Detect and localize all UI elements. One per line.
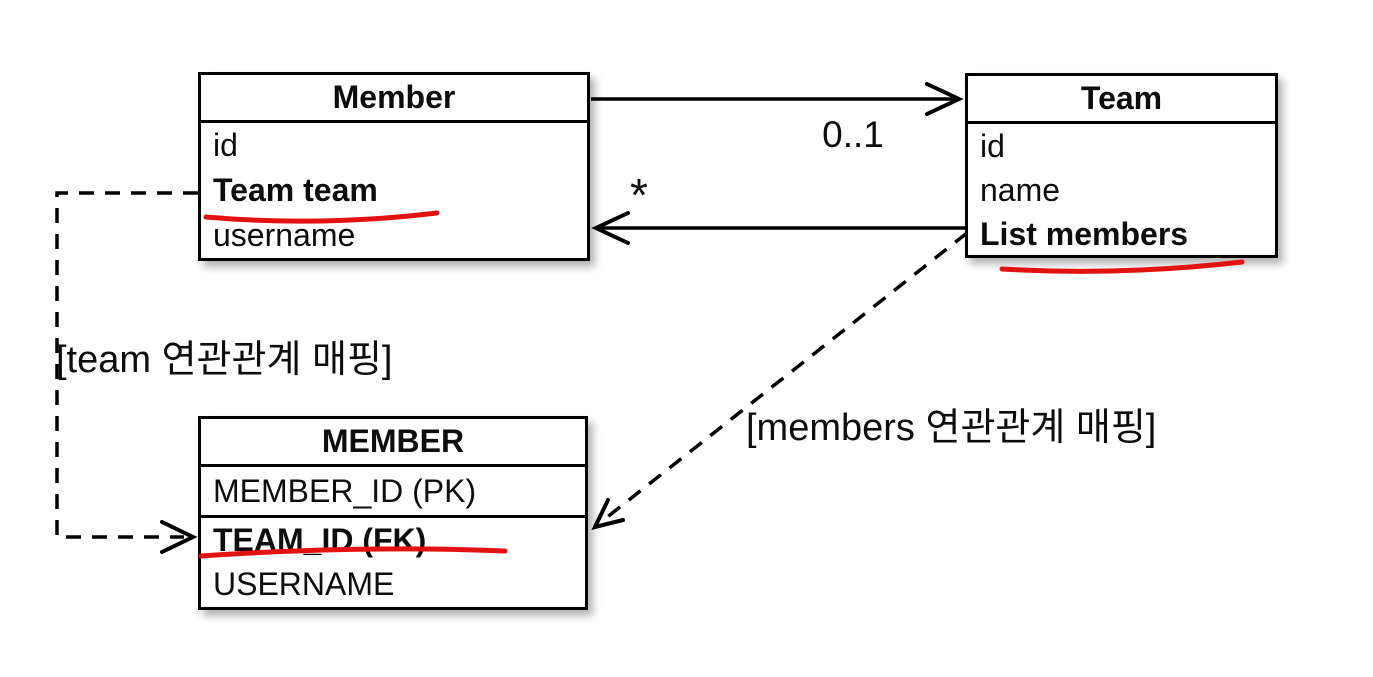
member-to-team-arrow bbox=[591, 82, 964, 116]
members-mapping-annotation: [members 연관관계 매핑] bbox=[746, 407, 1157, 449]
member-table-username-column: USERNAME bbox=[213, 566, 395, 602]
member-table-box: MEMBER MEMBER_ID (PK) TEAM_ID (FK) USERN… bbox=[198, 416, 588, 610]
member-table-pk-column: MEMBER_ID (PK) bbox=[201, 467, 585, 518]
team-class-title: Team bbox=[968, 76, 1275, 124]
team-mapping-annotation: [team 연관관계 매핑] bbox=[56, 339, 393, 381]
team-to-member-arrow bbox=[591, 211, 965, 245]
members-field-red-underline bbox=[999, 259, 1245, 274]
member-class-title: Member bbox=[201, 75, 587, 123]
member-table-title: MEMBER bbox=[201, 419, 585, 467]
member-class-box: Member id Team team username bbox=[198, 72, 590, 261]
multiplicity-team-to-member: * bbox=[630, 169, 648, 221]
team-field-id: id bbox=[980, 128, 1005, 164]
team-field-members: List members bbox=[980, 216, 1189, 252]
member-field-username: username bbox=[213, 217, 356, 253]
member-field-id: id bbox=[213, 127, 238, 163]
member-field-team: Team team bbox=[213, 172, 378, 208]
member-table-fk-column: TEAM_ID (FK) bbox=[213, 522, 427, 558]
members-mapping-connector bbox=[591, 231, 969, 530]
multiplicity-member-to-team: 0..1 bbox=[822, 114, 884, 155]
team-class-box: Team id name List members bbox=[965, 73, 1278, 258]
team-field-name: name bbox=[980, 172, 1061, 208]
